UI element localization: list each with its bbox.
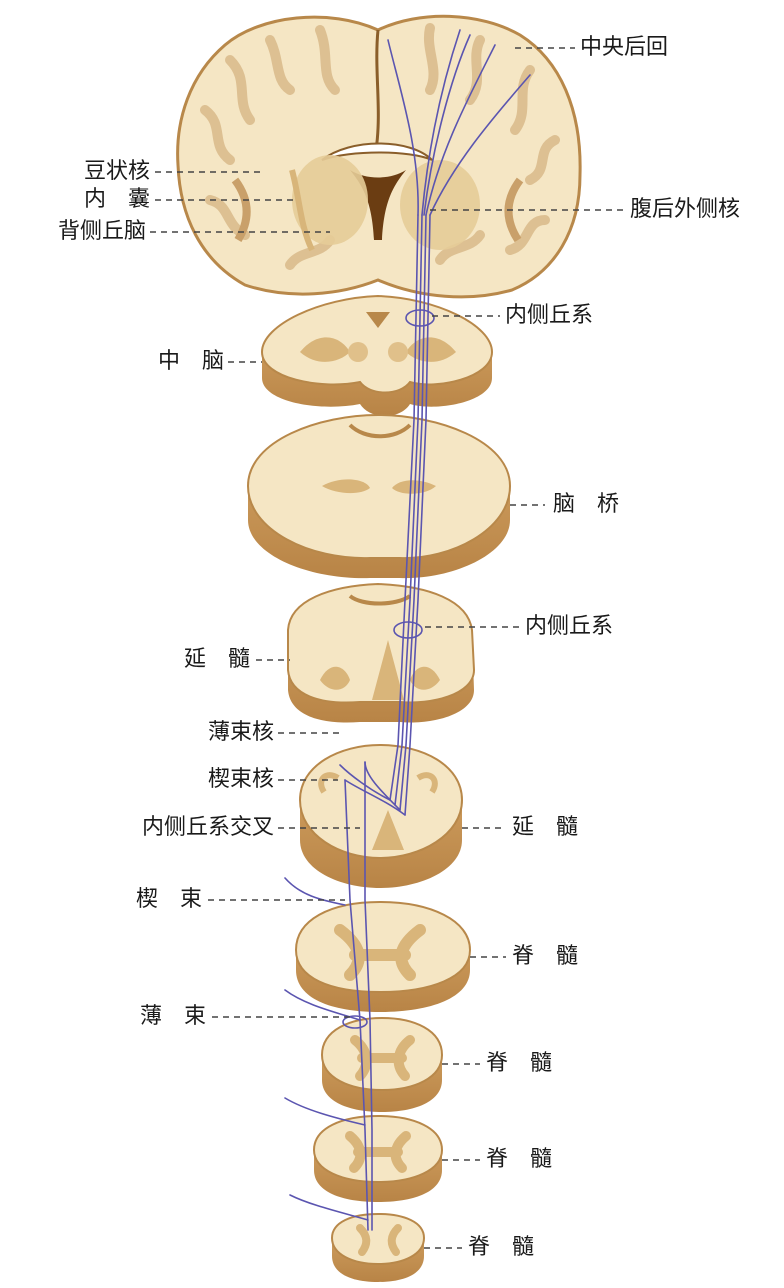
label-medial-lemniscus-lower: 内侧丘系	[525, 614, 614, 639]
label-cuneate-nucleus: 楔束核	[207, 767, 274, 792]
pons-section	[246, 413, 512, 579]
medulla-lower-section	[298, 743, 464, 888]
label-spinal-cord-2: 脊 髓	[486, 1051, 553, 1076]
brain-coronal-section	[176, 14, 582, 299]
medial-lemniscus-pathway	[284, 29, 531, 1231]
label-spinal-cord-3: 脊 髓	[486, 1147, 553, 1172]
label-internal-capsule: 内 囊	[83, 187, 150, 212]
spinal-cord-section-1	[294, 900, 472, 1012]
label-lentiform-nucleus: 豆状核	[83, 159, 150, 184]
spinal-cord-section-2	[320, 1016, 444, 1112]
label-spinal-cord-1: 脊 髓	[512, 944, 579, 969]
midbrain-section	[260, 294, 494, 416]
label-medulla-upper: 延 髓	[183, 647, 250, 672]
label-postcentral-gyrus: 中央后回	[580, 35, 669, 60]
medulla-upper-section	[287, 582, 476, 723]
label-pons: 脑 桥	[553, 492, 620, 517]
label-gracile-nucleus: 薄束核	[207, 720, 274, 745]
label-vpl-nucleus: 腹后外侧核	[630, 197, 741, 222]
leader-lines	[150, 47, 625, 1249]
label-midbrain: 中 脑	[157, 349, 224, 374]
label-lemniscal-decussation: 内侧丘系交叉	[141, 815, 274, 840]
spinal-cord-section-3	[312, 1114, 444, 1202]
label-cuneate-fasciculus: 楔 束	[135, 887, 202, 912]
spinal-cord-section-4	[330, 1212, 426, 1282]
label-dorsal-thalamus: 背侧丘脑	[57, 219, 146, 244]
label-gracile-fasciculus: 薄 束	[139, 1004, 206, 1029]
label-medulla-lower: 延 髓	[512, 815, 579, 840]
label-medial-lemniscus-upper: 内侧丘系	[505, 303, 594, 328]
label-spinal-cord-4: 脊 髓	[468, 1235, 535, 1260]
